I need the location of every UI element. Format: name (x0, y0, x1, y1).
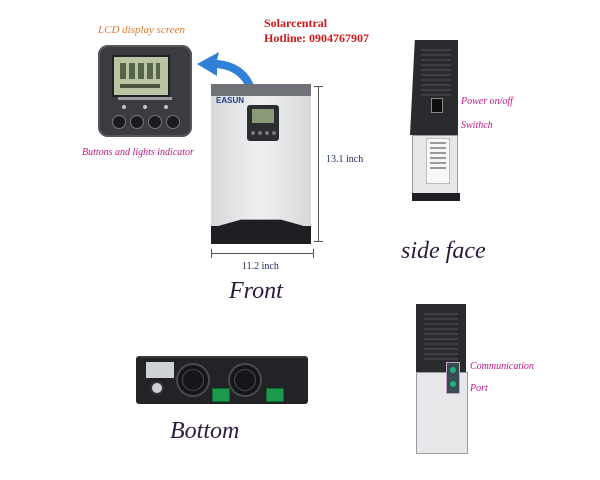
fan-icon (176, 363, 210, 397)
front-lcd-panel (247, 105, 279, 141)
width-dimension-cap (211, 249, 212, 258)
brand-block: Solarcentral Hotline: 0904767907 (264, 16, 369, 46)
lcd-screen (112, 55, 170, 97)
brand-name: Solarcentral (264, 16, 328, 30)
front-button (251, 131, 255, 135)
height-dimension-cap (314, 241, 323, 242)
height-label: 13.1 inch (326, 154, 364, 165)
side-base (412, 193, 460, 201)
green-terminal (266, 388, 284, 402)
panel-title-strip (118, 97, 172, 100)
switch-label: Swithch (461, 120, 493, 131)
pointer-arrow-icon (197, 52, 257, 100)
lcd-bar (120, 84, 160, 88)
green-terminal (212, 388, 230, 402)
lcd-panel-photo (98, 45, 192, 137)
indicator-led (122, 105, 126, 109)
indicator-led (164, 105, 168, 109)
front-button (258, 131, 262, 135)
power-label: Power on/off (461, 96, 513, 107)
width-dimension-line (211, 253, 314, 254)
fan-icon (228, 363, 262, 397)
panel-button (148, 115, 162, 129)
brand-hotline: Hotline: 0904767907 (264, 31, 369, 45)
height-dimension-line (318, 86, 319, 242)
side-face-heading: side face (401, 238, 486, 264)
front-base-trim (211, 219, 311, 228)
buttons-caption: Buttons and lights indicator (82, 147, 194, 158)
indicator-led (143, 105, 147, 109)
port-label: Port (470, 383, 488, 394)
side-vent-mesh (421, 46, 451, 96)
side-lower-vent-mesh (424, 310, 458, 360)
width-label: 11.2 inch (242, 261, 279, 272)
side-label-sticker (426, 138, 450, 184)
lcd-caption: LCD display screen (98, 24, 185, 36)
front-logo: EASUN (216, 96, 245, 105)
front-lcd-screen (252, 109, 274, 123)
communication-label: Communication (470, 361, 534, 372)
communication-port (446, 362, 460, 394)
bottom-connector-block (146, 362, 174, 378)
front-button (265, 131, 269, 135)
height-dimension-cap (314, 86, 323, 87)
panel-button (166, 115, 180, 129)
panel-button (130, 115, 144, 129)
front-base (211, 226, 311, 244)
power-switch (431, 98, 443, 113)
bottom-knob (150, 381, 164, 395)
panel-button (112, 115, 126, 129)
bottom-heading: Bottom (170, 418, 240, 444)
front-button (272, 131, 276, 135)
side-lower-light-panel (416, 372, 468, 454)
lcd-digits (120, 63, 160, 79)
width-dimension-cap (313, 249, 314, 258)
front-top-cap (211, 84, 311, 96)
front-heading: Front (229, 278, 283, 304)
